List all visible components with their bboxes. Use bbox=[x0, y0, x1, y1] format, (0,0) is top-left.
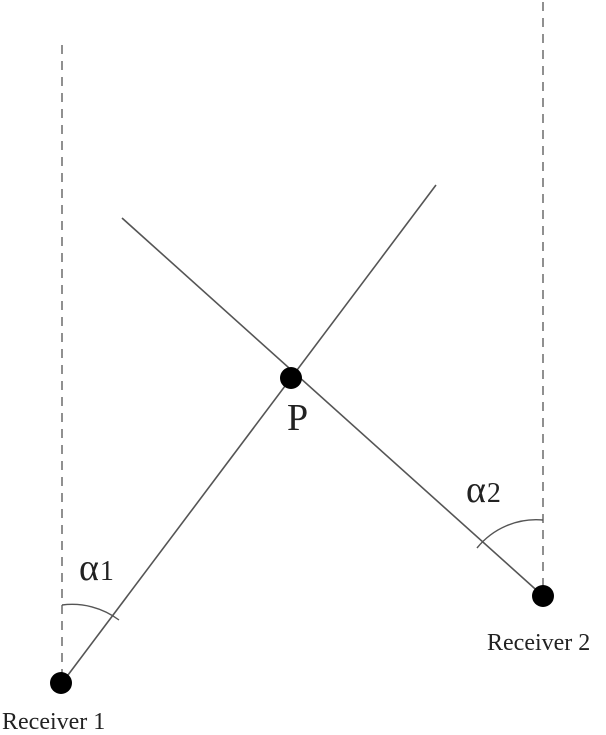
angle-arc-receiver-1 bbox=[61, 603, 120, 621]
point-p-marker bbox=[280, 367, 302, 389]
receiver-2-marker bbox=[532, 585, 554, 607]
angle-label-receiver-2: α2 bbox=[466, 469, 501, 511]
angle-arc-receiver-2 bbox=[476, 518, 544, 549]
angle-symbol-2: α bbox=[466, 469, 486, 511]
receiver-1-label: Receiver 1 bbox=[2, 709, 105, 735]
angle-label-receiver-1: α1 bbox=[79, 547, 114, 589]
bearing-line-receiver-1 bbox=[61, 184, 437, 684]
receiver-1-marker bbox=[50, 672, 72, 694]
angle-subscript-1: 1 bbox=[100, 556, 114, 587]
point-p-label: P bbox=[287, 397, 308, 439]
bearing-line-receiver-2 bbox=[121, 217, 544, 597]
receiver-2-label: Receiver 2 bbox=[487, 630, 590, 656]
angle-subscript-2: 2 bbox=[487, 478, 501, 509]
angle-symbol-1: α bbox=[79, 547, 99, 589]
